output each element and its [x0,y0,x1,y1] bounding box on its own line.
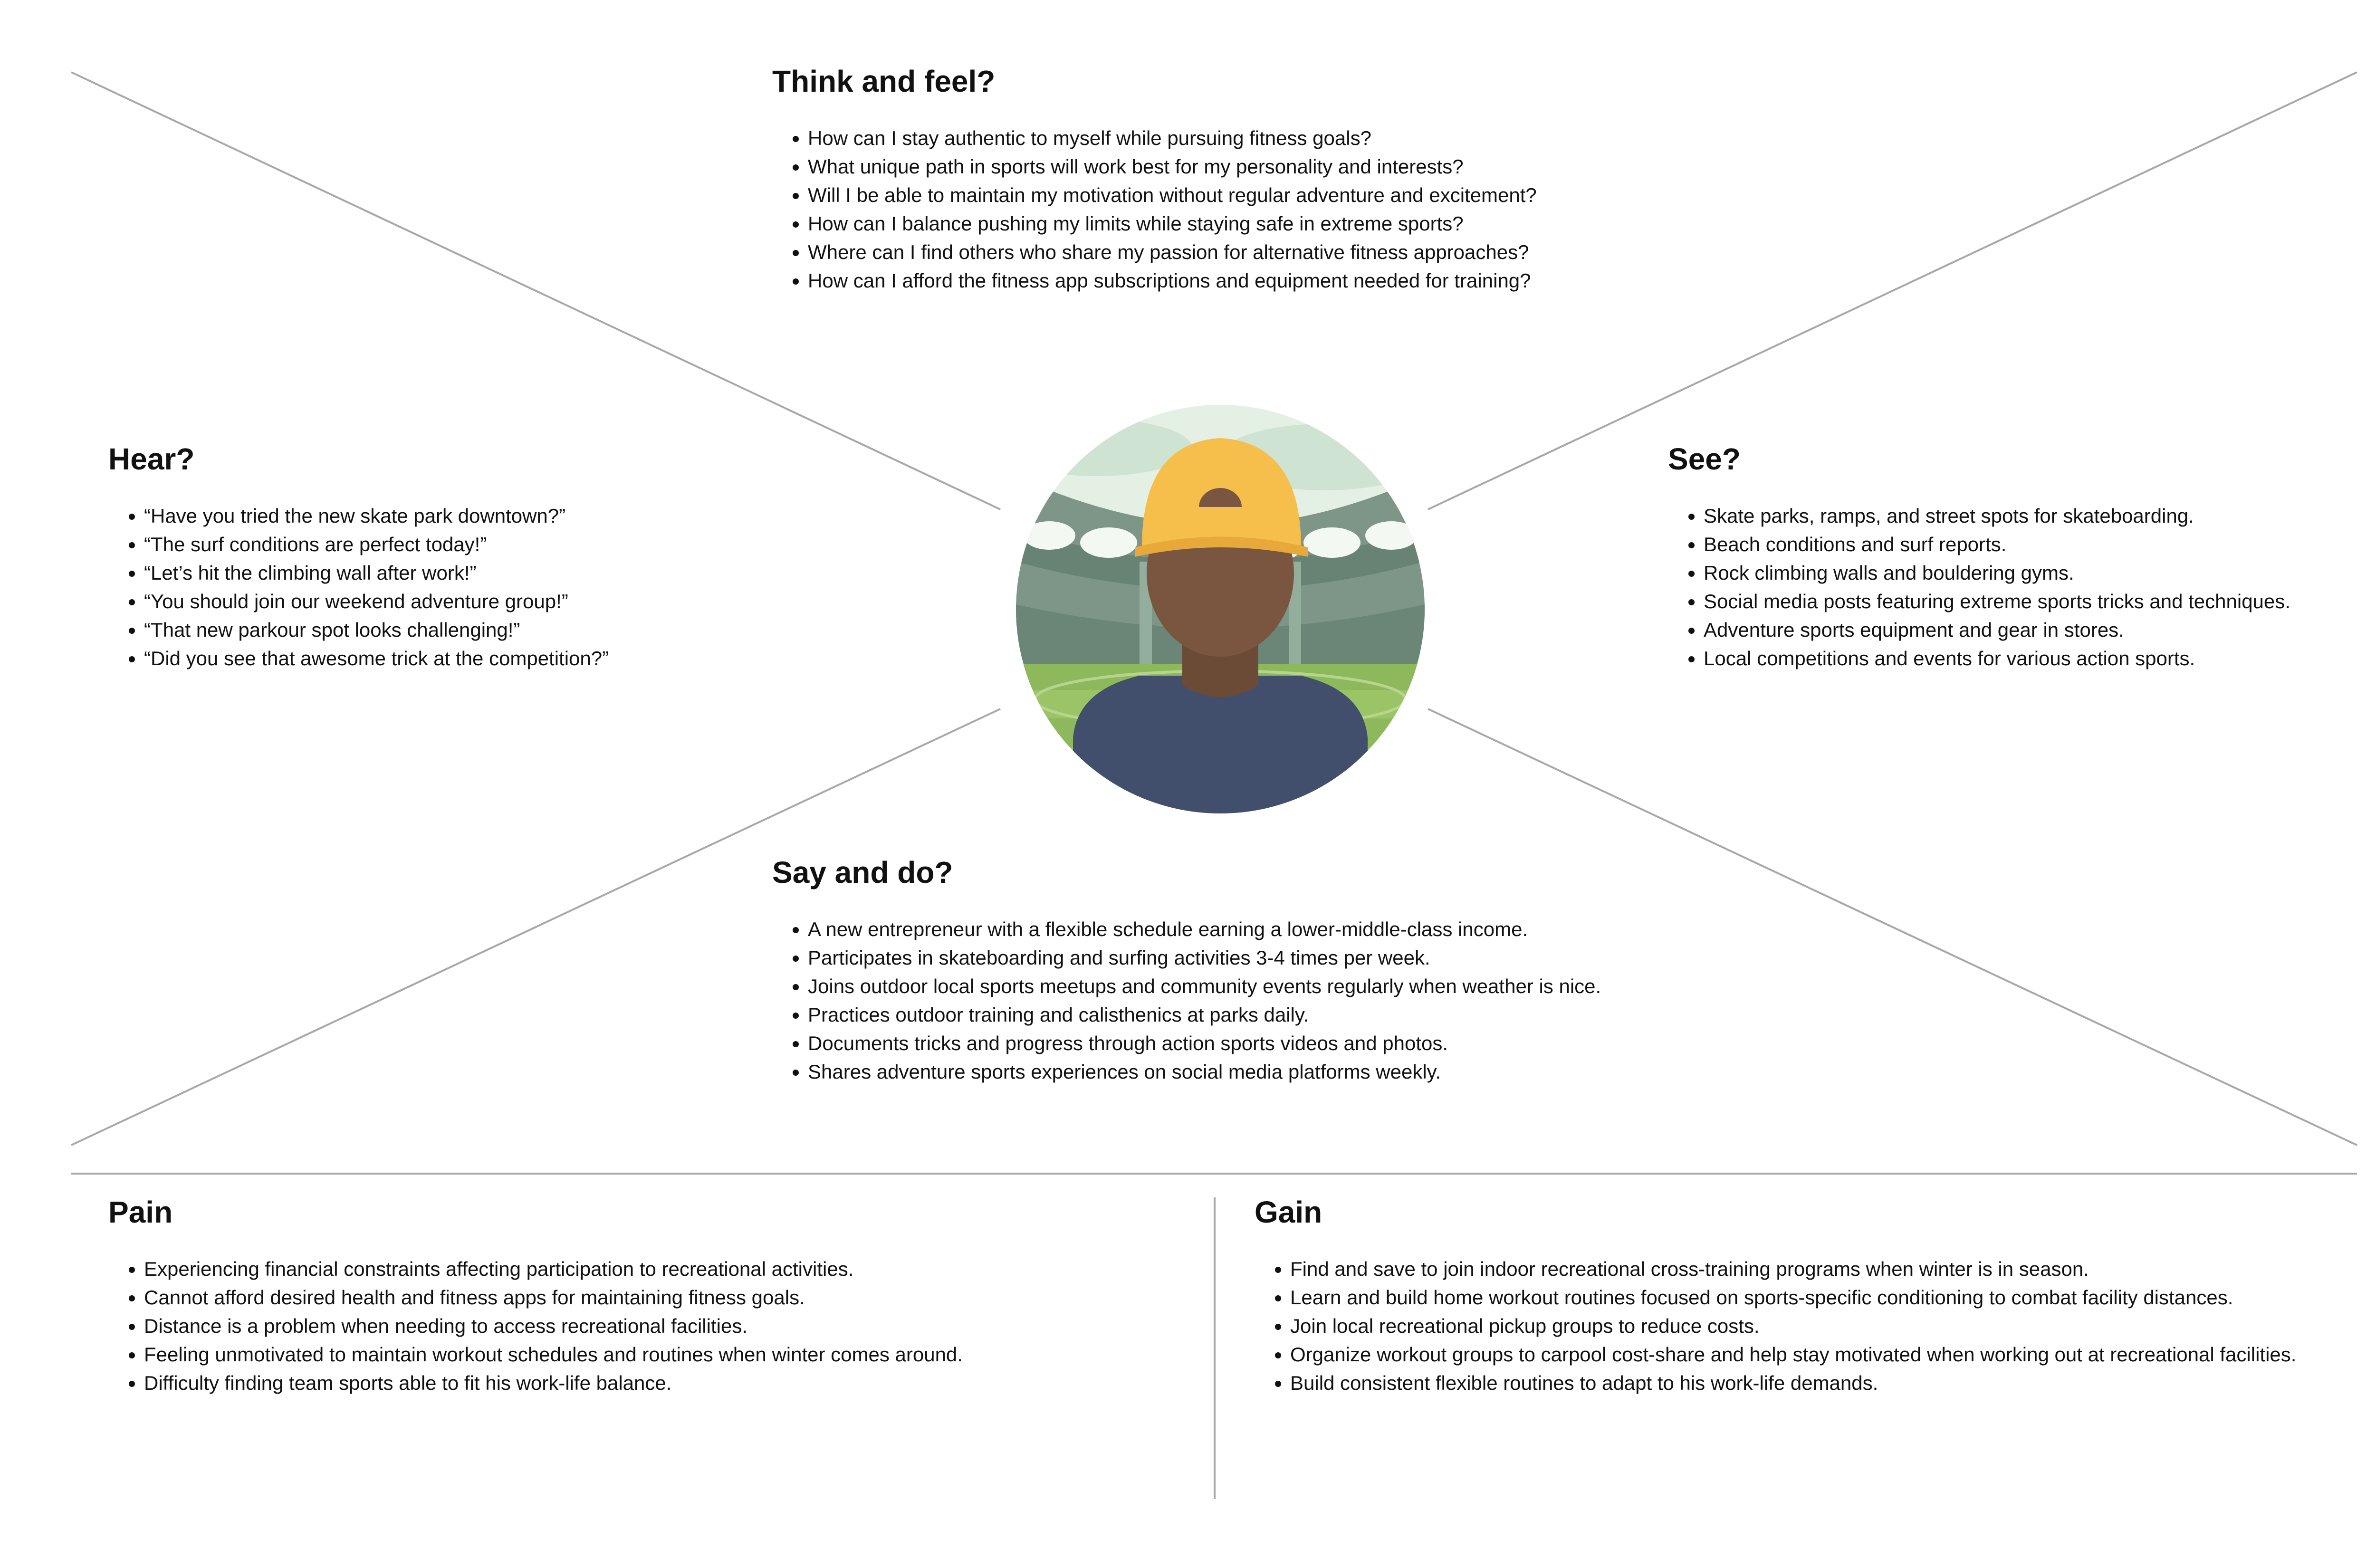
hear-title: Hear? [108,442,195,476]
list-item: “That new parkour spot looks challenging… [144,616,774,644]
list-item: Adventure sports equipment and gear in s… [1704,616,2376,644]
list-item: Participates in skateboarding and surfin… [808,944,1723,972]
gain-list: Find and save to join indoor recreationa… [1255,1255,2347,1397]
list-item: Build consistent flexible routines to ad… [1290,1369,2347,1397]
gain-title: Gain [1255,1195,1322,1229]
divider-bottom-left [71,708,1001,1146]
list-item: “Have you tried the new skate park downt… [144,502,774,530]
list-item: Documents tricks and progress through ac… [808,1029,1723,1058]
gain-section: Gain Find and save to join indoor recrea… [1255,1195,2347,1397]
list-item: “Let’s hit the climbing wall after work!… [144,559,774,587]
list-item: Organize workout groups to carpool cost-… [1290,1340,2347,1369]
list-item: How can I stay authentic to myself while… [808,124,1723,153]
list-item: Social media posts featuring extreme spo… [1704,587,2376,616]
say-and-do-list: A new entrepreneur with a flexible sched… [772,915,1723,1086]
list-item: Join local recreational pickup groups to… [1290,1312,2347,1340]
list-item: Find and save to join indoor recreationa… [1290,1255,2347,1283]
pain-section: Pain Experiencing financial constraints … [108,1195,1192,1397]
say-and-do-section: Say and do? A new entrepreneur with a fl… [772,855,1723,1086]
see-section: See? Skate parks, ramps, and street spot… [1668,442,2376,673]
list-item: Shares adventure sports experiences on s… [808,1058,1723,1086]
list-item: Learn and build home workout routines fo… [1290,1283,2347,1312]
pain-list: Experiencing financial constraints affec… [108,1255,1192,1397]
divider-top-right [1428,71,2357,510]
pain-title: Pain [108,1195,173,1229]
say-and-do-title: Say and do? [772,855,953,889]
list-item: Will I be able to maintain my motivation… [808,181,1723,210]
list-item: Difficulty finding team sports able to f… [144,1369,1192,1397]
list-item: “The surf conditions are perfect today!” [144,530,774,559]
list-item: Experiencing financial constraints affec… [144,1255,1192,1283]
list-item: Cannot afford desired health and fitness… [144,1283,1192,1312]
list-item: “Did you see that awesome trick at the c… [144,644,774,673]
see-title: See? [1668,442,1741,476]
list-item: Local competitions and events for variou… [1704,644,2376,673]
list-item: Where can I find others who share my pas… [808,238,1723,267]
hear-list: “Have you tried the new skate park downt… [108,502,774,673]
see-list: Skate parks, ramps, and street spots for… [1668,502,2376,673]
list-item: Distance is a problem when needing to ac… [144,1312,1192,1340]
think-and-feel-title: Think and feel? [772,64,996,98]
think-and-feel-list: How can I stay authentic to myself while… [772,124,1723,295]
list-item: How can I balance pushing my limits whil… [808,210,1723,238]
list-item: Skate parks, ramps, and street spots for… [1704,502,2376,530]
avatar-shirt [1073,676,1368,813]
list-item: A new entrepreneur with a flexible sched… [808,915,1723,944]
divider-top-left [71,71,1001,510]
think-and-feel-section: Think and feel? How can I stay authentic… [772,64,1723,295]
persona-avatar-icon [1016,405,1425,813]
hear-section: Hear? “Have you tried the new skate park… [108,442,774,673]
list-item: “You should join our weekend adventure g… [144,587,774,616]
list-item: Practices outdoor training and calisthen… [808,1001,1723,1029]
divider-bottom-right [1428,708,2357,1146]
list-item: What unique path in sports will work bes… [808,153,1723,181]
list-item: Feeling unmotivated to maintain workout … [144,1340,1192,1369]
list-item: Rock climbing walls and bouldering gyms. [1704,559,2376,587]
list-item: How can I afford the fitness app subscri… [808,267,1723,295]
list-item: Joins outdoor local sports meetups and c… [808,972,1723,1001]
list-item: Beach conditions and surf reports. [1704,530,2376,559]
